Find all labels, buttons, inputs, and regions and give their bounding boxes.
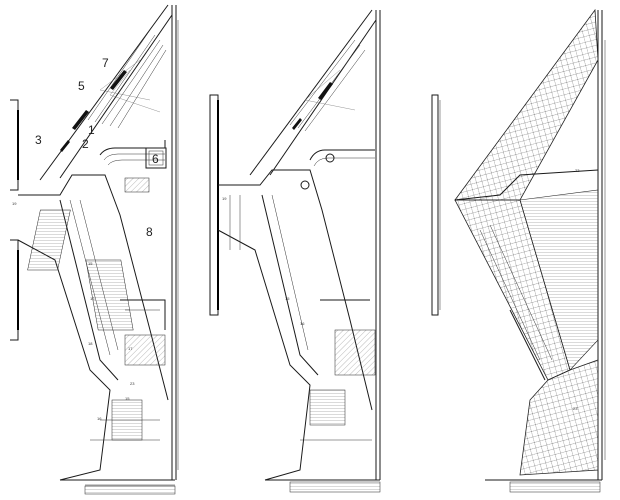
plan-1-west-wall (10, 99, 19, 341)
plan-2-east-wall (375, 10, 381, 480)
label-3: 3 (35, 133, 42, 147)
plan-3-labels: 23 23 (573, 168, 580, 411)
plan-1-east-wall (171, 5, 179, 480)
room-number: 15 (88, 261, 93, 266)
room-number: 23 (573, 406, 578, 411)
plan-1-labels: 7 5 3 1 2 6 8 15 16 18 19 17 23 15 16 (12, 56, 159, 421)
room-number: 16 (90, 296, 95, 301)
room-number: 23 (130, 381, 135, 386)
plan-3-south-edge (485, 479, 602, 493)
plan-1-building (17, 174, 169, 481)
label-5: 5 (78, 79, 85, 93)
plan-2-upper-band (249, 9, 377, 176)
plan-1: 7 5 3 1 2 6 8 15 16 18 19 17 23 15 16 (10, 4, 179, 495)
plan-3: 23 23 (431, 8, 606, 493)
plan-1-stairs (60, 70, 127, 152)
room-number: 15 (125, 396, 130, 401)
label-6: 6 (152, 152, 159, 166)
plan-2-west-wall (209, 94, 219, 316)
room-number: 16 (300, 321, 305, 326)
plan-3-roof-grid (454, 8, 599, 476)
plan-2-south-edge (265, 479, 381, 493)
plan-2-plaza (300, 149, 375, 190)
room-number: 15 (285, 296, 290, 301)
room-number: 19 (222, 196, 227, 201)
plan-2: 15 16 19 (209, 9, 381, 493)
plan-2-building (217, 169, 376, 481)
room-number: 19 (12, 201, 17, 206)
plan-2-labels: 15 16 19 (222, 196, 305, 326)
plan-1-south-edge (60, 479, 176, 495)
label-8: 8 (146, 225, 153, 239)
room-number: 23 (575, 168, 580, 173)
plan-1-plaza (99, 140, 167, 193)
room-number: 17 (128, 346, 133, 351)
label-1: 1 (88, 123, 95, 137)
room-number: 16 (97, 416, 102, 421)
label-2: 2 (82, 137, 89, 151)
plan-3-east-wall (597, 10, 606, 480)
plan-3-west-wall (431, 94, 441, 316)
label-7: 7 (102, 56, 109, 70)
room-number: 18 (88, 341, 93, 346)
